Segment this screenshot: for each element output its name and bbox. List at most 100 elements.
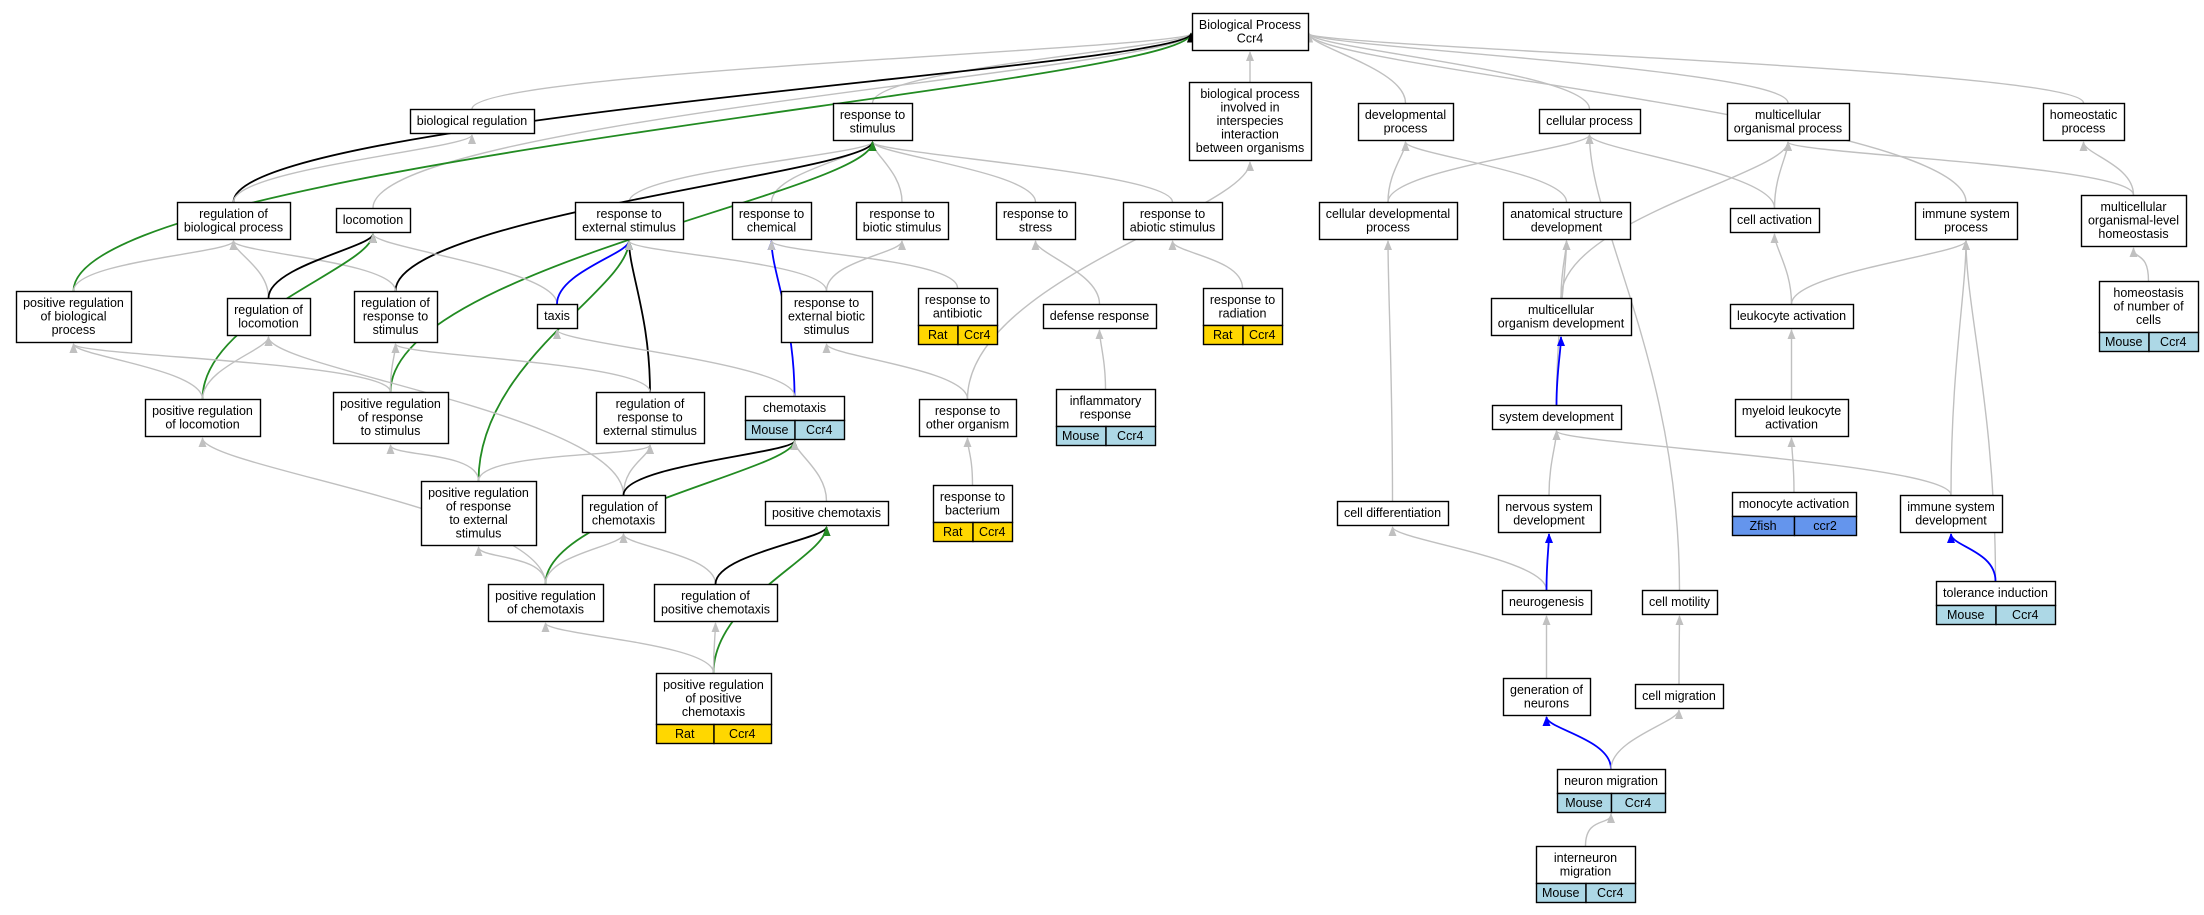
edge-reg-resp-ext-to-resp-ext (625, 240, 651, 393)
term-label-line: cell migration (1642, 689, 1716, 703)
gene-label: Ccr4 (979, 525, 1005, 539)
term-node-cell-proc[interactable]: cellular process (1538, 108, 1642, 135)
term-box (1055, 388, 1157, 428)
term-node-pos-chemo[interactable]: positive chemotaxis (764, 500, 890, 527)
edge-pos-reg-resp-stim-to-pos-reg-bio (69, 343, 392, 393)
term-node-cell-diff[interactable]: cell differentiation (1336, 500, 1450, 527)
term-label-line: development (1513, 514, 1585, 528)
edge-resp-ext-biotic-to-resp-ext (625, 240, 828, 292)
edge-cell-dev-to-cell-proc (1387, 134, 1594, 203)
term-label-line: response to (935, 404, 1000, 418)
term-label-line: biological process (184, 221, 283, 235)
term-node-cell-migration[interactable]: cell migration (1634, 683, 1725, 710)
edge-reg-resp-ext-to-reg-resp-stim (391, 343, 651, 393)
term-box (15, 290, 133, 344)
term-node-cell-act[interactable]: cell activation (1729, 207, 1821, 234)
term-label-line: involved in (1220, 101, 1279, 115)
term-node-bioreg[interactable]: biological regulation (409, 108, 536, 135)
edge-pos-reg-resp-ext-to-reg-resp-ext (477, 444, 654, 482)
gene-label: Ccr4 (1625, 796, 1651, 810)
gene-cell (1242, 324, 1284, 346)
term-node-taxis[interactable]: taxis (536, 303, 579, 330)
term-label-line: positive regulation (23, 296, 124, 310)
term-label-line: of locomotion (165, 418, 239, 432)
edge-reg-pos-chemo-to-reg-chemo (619, 533, 717, 585)
term-box (1641, 589, 1719, 616)
term-node-neurogenesis[interactable]: neurogenesis (1501, 589, 1593, 616)
term-box (1122, 201, 1224, 241)
edge-multi-homeo-to-multi-proc (1784, 141, 2135, 196)
term-node-locomotion[interactable]: locomotion (335, 207, 412, 234)
term-box (731, 201, 813, 241)
term-box (1336, 500, 1450, 527)
term-label-line: regulation of (361, 296, 430, 310)
gene-label: Ccr4 (1249, 328, 1275, 342)
term-label-line: cell differentiation (1344, 506, 1441, 520)
term-box (332, 391, 450, 445)
term-node-cell-motility[interactable]: cell motility (1641, 589, 1719, 616)
term-node-sys-dev[interactable]: system development (1491, 404, 1623, 431)
term-label-line: of biological (40, 310, 106, 324)
term-node-leuk-act[interactable]: leukocyte activation (1729, 303, 1855, 330)
term-box (764, 500, 890, 527)
edge-resp-ext-to-resp-stim (628, 141, 877, 203)
term-label-line: nervous system (1505, 500, 1593, 514)
term-label-line: developmental (1365, 108, 1446, 122)
term-node-defense[interactable]: defense response (1042, 303, 1158, 330)
term-box (1634, 683, 1725, 710)
species-label: Rat (943, 525, 963, 539)
term-label-line: myeloid leukocyte (1742, 404, 1841, 418)
gene-cell (794, 419, 846, 441)
edge-defense-to-resp-stress (1031, 240, 1101, 305)
term-box (653, 583, 779, 623)
term-box (2080, 194, 2188, 248)
edge-resp-radiation-to-resp-abiotic (1168, 240, 1244, 289)
edge-chemotaxis-to-taxis (553, 329, 796, 397)
